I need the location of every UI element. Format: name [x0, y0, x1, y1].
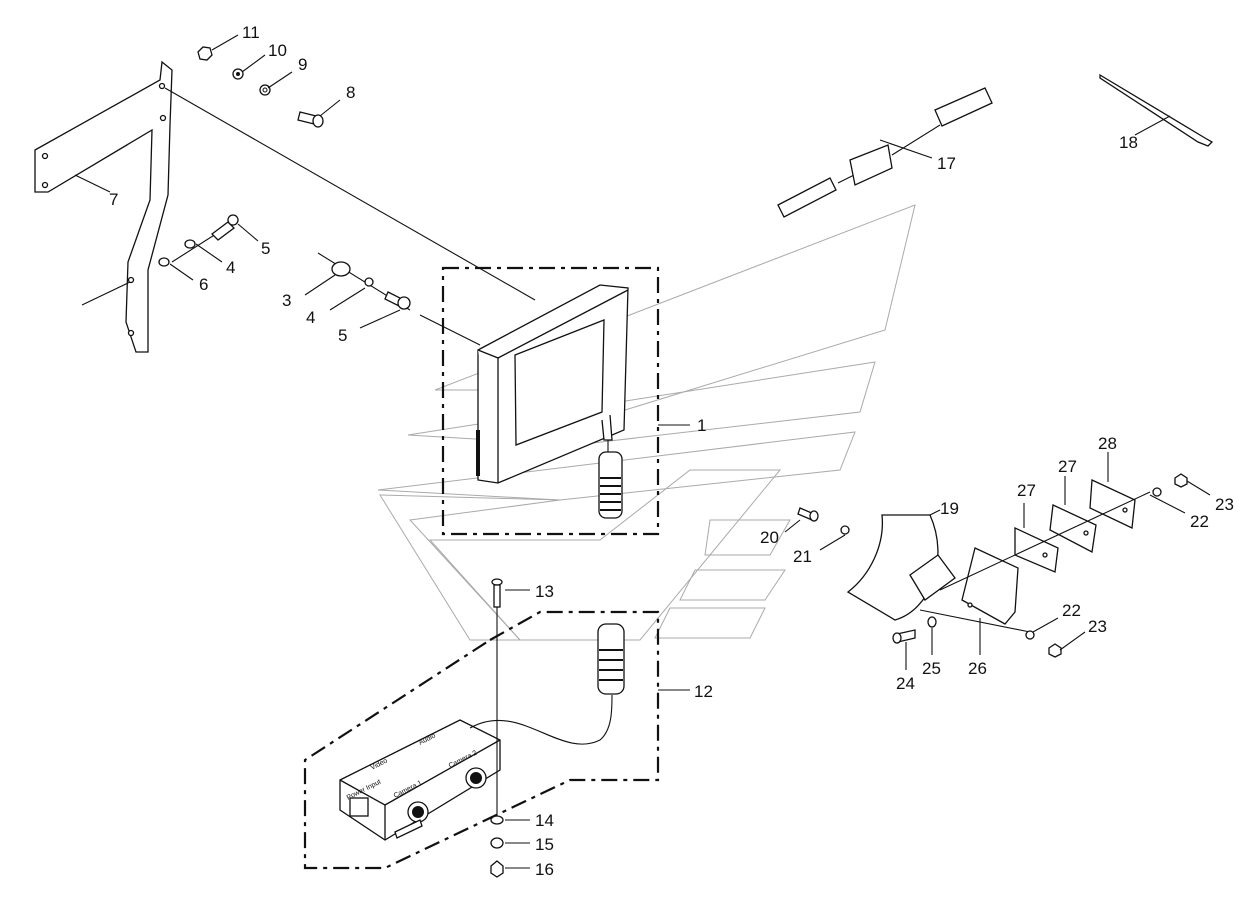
- callout-27b: 27: [1058, 457, 1077, 476]
- fastener-set-bottom: [490, 578, 504, 878]
- callout-8: 8: [346, 83, 355, 102]
- leader-lines: [74, 34, 1211, 869]
- callout-4b: 4: [306, 308, 315, 327]
- callout-27a: 27: [1017, 481, 1036, 500]
- callout-15: 15: [535, 835, 554, 854]
- fastener-set-left: [158, 214, 411, 310]
- callout-13: 13: [535, 582, 554, 601]
- callout-22a: 22: [1190, 512, 1209, 531]
- extension-cable: [777, 87, 993, 218]
- callout-22b: 22: [1062, 601, 1081, 620]
- callout-10: 10: [268, 41, 287, 60]
- watermark-logo: [377, 204, 916, 641]
- callout-19: 19: [940, 499, 959, 518]
- mounting-bracket: [34, 60, 173, 353]
- callout-1: 1: [697, 416, 706, 435]
- callout-18: 18: [1119, 133, 1138, 152]
- callout-5a: 5: [261, 239, 270, 258]
- callout-24: 24: [896, 674, 915, 693]
- callout-6: 6: [199, 275, 208, 294]
- callout-23a: 23: [1215, 495, 1234, 514]
- callout-labels: 1 3 4 4 5 5 6 7 8 9 10 11 12 13 14 15 16…: [109, 23, 1234, 879]
- callout-14: 14: [535, 811, 554, 830]
- callout-9: 9: [298, 55, 307, 74]
- callout-4a: 4: [226, 258, 235, 277]
- callout-7: 7: [109, 190, 118, 209]
- callout-23b: 23: [1088, 617, 1107, 636]
- callout-11: 11: [242, 23, 260, 42]
- fastener-set-top: [197, 46, 324, 128]
- camera-assembly: [797, 473, 1188, 658]
- callout-20: 20: [760, 528, 779, 547]
- callout-26: 26: [968, 659, 987, 678]
- control-box: Video Audio Power Input Camera 1 Camera …: [339, 623, 625, 841]
- control-box-group-outline: [303, 610, 660, 870]
- callout-25: 25: [922, 659, 941, 678]
- monitor-group-outline: [441, 266, 660, 536]
- callout-17: 17: [937, 154, 956, 173]
- cable-tie: [1099, 73, 1214, 147]
- monitor: [476, 284, 629, 519]
- callout-21: 21: [793, 547, 812, 566]
- callout-12: 12: [694, 682, 713, 701]
- callout-28: 28: [1098, 434, 1117, 453]
- callout-16: 16: [535, 860, 554, 879]
- callout-5b: 5: [338, 326, 347, 345]
- callout-3: 3: [282, 291, 291, 310]
